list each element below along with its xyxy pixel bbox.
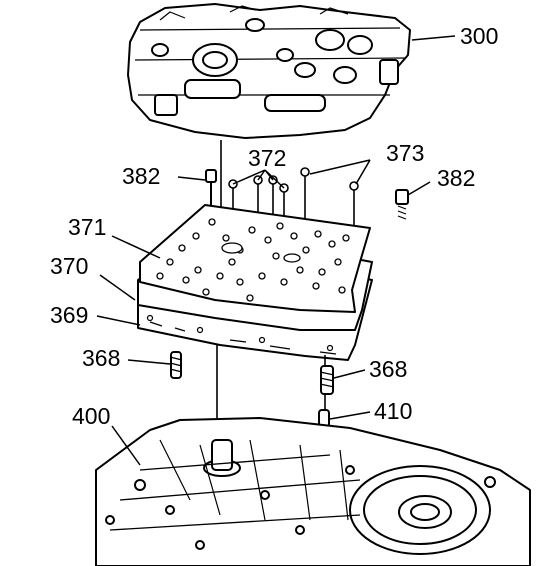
spring-left-illustration xyxy=(169,351,183,379)
label-382-right: 382 xyxy=(437,165,475,191)
label-368-right: 368 xyxy=(369,356,407,382)
label-400: 400 xyxy=(72,403,110,429)
label-369: 369 xyxy=(50,302,88,328)
label-373: 373 xyxy=(386,140,424,166)
plate-edges-illustration xyxy=(146,314,337,355)
spring-right-illustration xyxy=(319,365,335,395)
label-372: 372 xyxy=(248,145,286,171)
label-371: 371 xyxy=(68,214,106,240)
bolt-right-illustration xyxy=(395,189,409,220)
plate-holes-illustration xyxy=(156,218,350,302)
label-300: 300 xyxy=(460,23,498,49)
label-370: 370 xyxy=(50,253,88,279)
leader-lines xyxy=(96,35,456,466)
label-382-left: 382 xyxy=(122,163,160,189)
label-410: 410 xyxy=(374,398,412,424)
label-368-left: 368 xyxy=(82,345,120,371)
valve-body-illustration xyxy=(127,3,411,139)
case-illustration xyxy=(95,417,531,566)
